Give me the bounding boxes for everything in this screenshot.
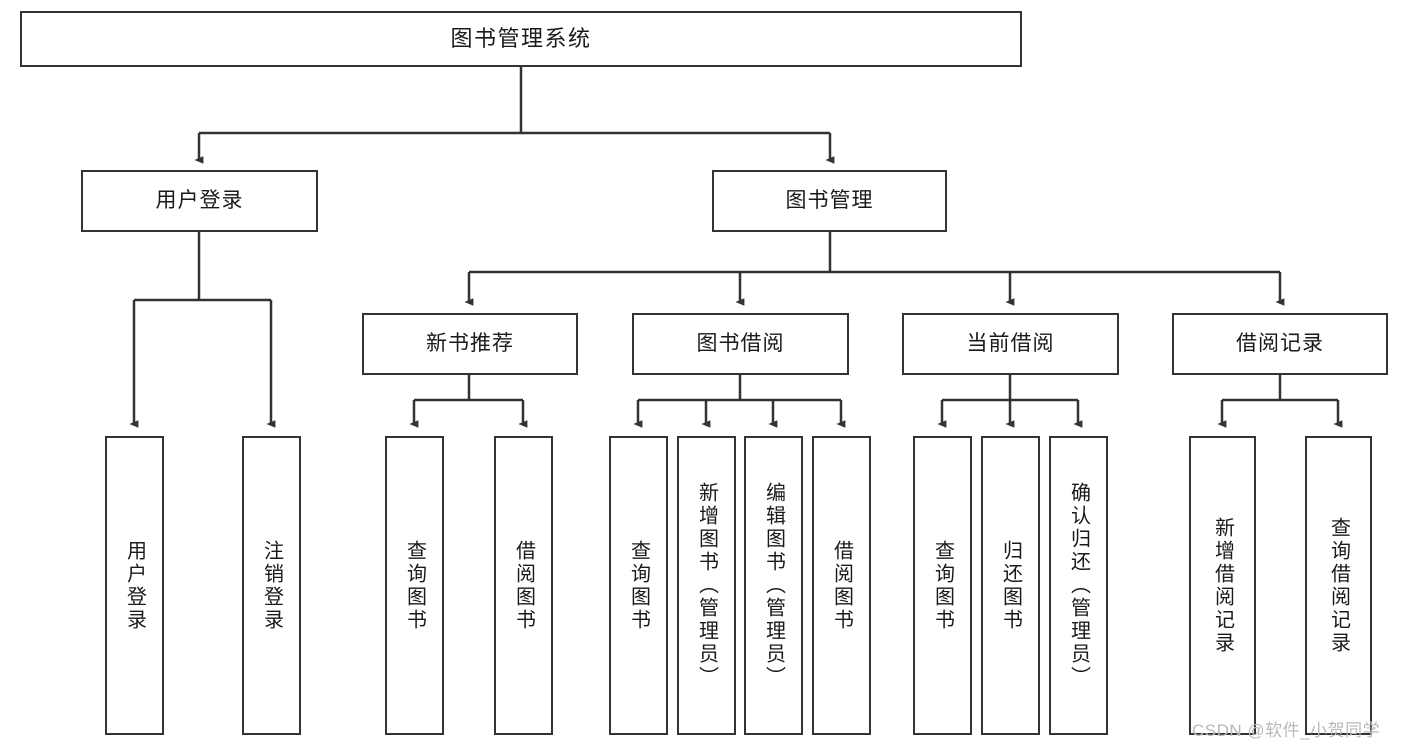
- leaf-return-book[interactable]: 归还图书: [981, 436, 1040, 735]
- leaf-user-logout-label: 注销登录: [260, 539, 283, 632]
- leaf-add-record-label: 新增借阅记录: [1211, 516, 1234, 655]
- node-new-book-recommend[interactable]: 新书推荐: [362, 313, 578, 375]
- leaf-edit-book-label: 编辑图书（管理员）: [762, 482, 785, 689]
- leaf-query-book-2-label: 查询图书: [627, 539, 650, 632]
- leaf-borrow-book-1[interactable]: 借阅图书: [494, 436, 553, 735]
- node-root-label: 图书管理系统: [450, 25, 592, 51]
- csdn-watermark: CSDN @软件_小贺同学: [1192, 721, 1381, 740]
- node-root[interactable]: 图书管理系统: [20, 11, 1022, 67]
- node-user-login[interactable]: 用户登录: [81, 170, 318, 232]
- leaf-user-login-label: 用户登录: [123, 539, 146, 632]
- node-borrow-record-label: 借阅记录: [1236, 332, 1324, 356]
- node-user-login-label: 用户登录: [155, 189, 244, 213]
- leaf-borrow-book-2-label: 借阅图书: [830, 539, 853, 632]
- leaf-confirm-return-label: 确认归还（管理员）: [1067, 482, 1090, 689]
- leaf-user-login[interactable]: 用户登录: [105, 436, 164, 735]
- node-current-borrow-label: 当前借阅: [966, 332, 1055, 356]
- node-current-borrow[interactable]: 当前借阅: [902, 313, 1119, 375]
- node-book-borrow-label: 图书借阅: [696, 332, 785, 356]
- leaf-add-book[interactable]: 新增图书（管理员）: [677, 436, 736, 735]
- leaf-confirm-return[interactable]: 确认归还（管理员）: [1049, 436, 1108, 735]
- leaf-query-book-2[interactable]: 查询图书: [609, 436, 668, 735]
- leaf-borrow-book-2[interactable]: 借阅图书: [812, 436, 871, 735]
- leaf-add-record[interactable]: 新增借阅记录: [1189, 436, 1256, 735]
- node-book-manage-label: 图书管理: [785, 189, 874, 213]
- leaf-query-book-3-label: 查询图书: [931, 539, 954, 632]
- node-book-borrow[interactable]: 图书借阅: [632, 313, 849, 375]
- leaf-query-book-3[interactable]: 查询图书: [913, 436, 972, 735]
- leaf-edit-book[interactable]: 编辑图书（管理员）: [744, 436, 803, 735]
- leaf-query-record[interactable]: 查询借阅记录: [1305, 436, 1372, 735]
- leaf-add-book-label: 新增图书（管理员）: [695, 482, 718, 689]
- leaf-borrow-book-1-label: 借阅图书: [512, 539, 535, 632]
- leaf-user-logout[interactable]: 注销登录: [242, 436, 301, 735]
- leaf-query-book-1[interactable]: 查询图书: [385, 436, 444, 735]
- leaf-query-book-1-label: 查询图书: [403, 539, 426, 632]
- node-new-book-recommend-label: 新书推荐: [426, 332, 514, 356]
- node-book-manage[interactable]: 图书管理: [712, 170, 947, 232]
- node-borrow-record[interactable]: 借阅记录: [1172, 313, 1388, 375]
- leaf-return-book-label: 归还图书: [999, 539, 1022, 632]
- leaf-query-record-label: 查询借阅记录: [1327, 516, 1350, 655]
